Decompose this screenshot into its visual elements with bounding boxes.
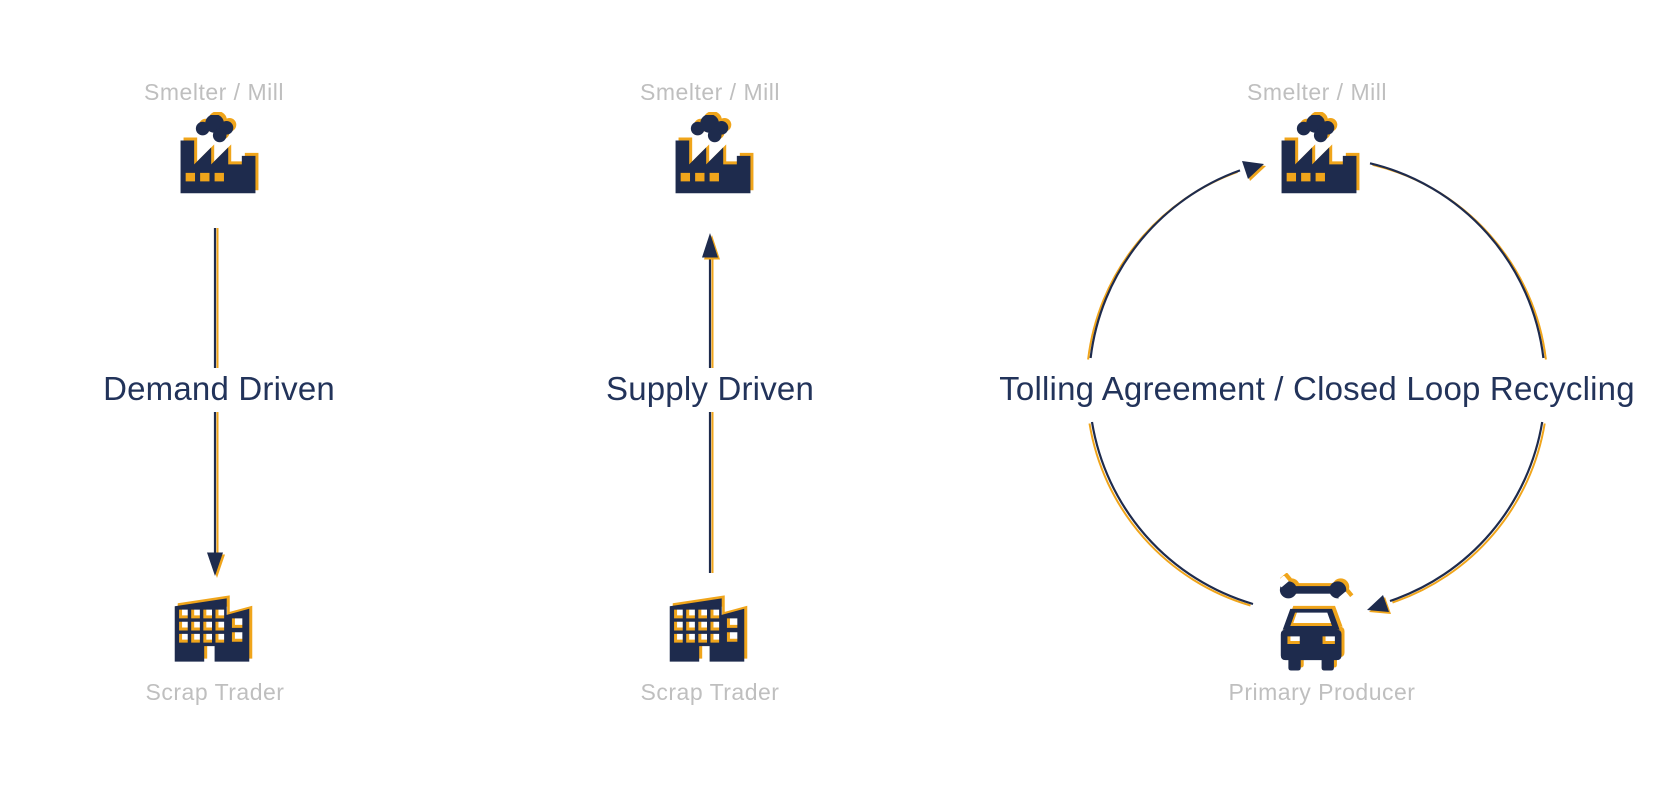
left-arc-upper — [1089, 169, 1241, 359]
right-arc-lower — [1389, 421, 1544, 603]
factory-icon — [1281, 115, 1357, 194]
node-label-smelter-mill-1: Smelter / Mill — [144, 79, 284, 105]
building-icon — [174, 598, 250, 662]
car-wrench-icon — [1277, 576, 1351, 671]
loop-arrowhead-top — [1242, 161, 1264, 179]
left-arc-lower — [1090, 421, 1254, 606]
factory-icon — [675, 115, 751, 194]
circular-arrows — [1087, 161, 1547, 614]
flow-label-demand-driven: Demand Driven — [103, 370, 335, 407]
up-arrowhead — [702, 233, 718, 258]
loop-arrowhead-bottom — [1367, 595, 1389, 612]
node-label-scrap-trader-1: Scrap Trader — [145, 679, 285, 705]
flow-label-supply-driven: Supply Driven — [605, 370, 815, 407]
down-arrowhead — [207, 552, 223, 576]
flow-label-tolling-agreement: Tolling Agreement / Closed Loop Recyclin… — [999, 370, 1635, 407]
node-label-scrap-trader-2: Scrap Trader — [640, 679, 780, 705]
node-label-primary-producer: Primary Producer — [1228, 679, 1416, 705]
up-arrow — [702, 233, 720, 573]
down-arrow — [207, 228, 225, 578]
factory-icon — [180, 115, 256, 194]
right-arc-upper — [1369, 162, 1545, 359]
building-icon — [669, 598, 745, 662]
node-label-smelter-mill-3: Smelter / Mill — [1247, 79, 1387, 105]
node-label-smelter-mill-2: Smelter / Mill — [640, 79, 780, 105]
